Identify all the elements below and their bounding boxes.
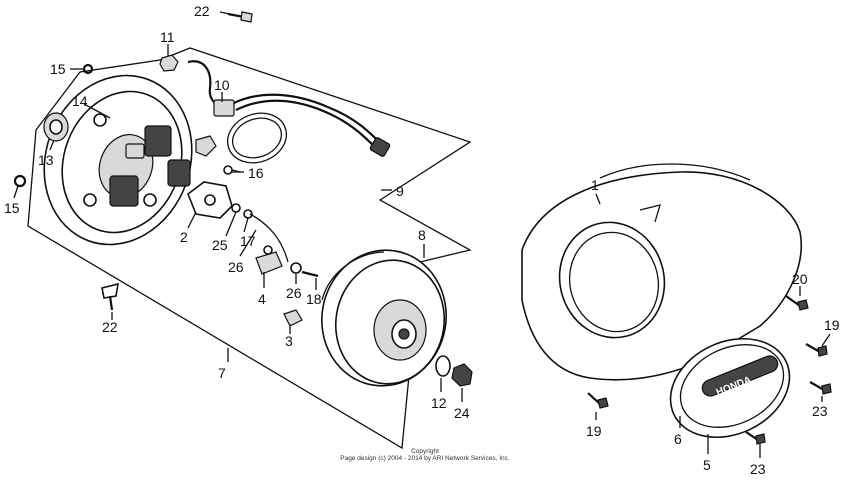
callout-3: 3 <box>285 333 293 349</box>
callout-26-left: 26 <box>228 259 244 275</box>
clamp-part <box>195 135 217 157</box>
screws-cover <box>587 295 832 445</box>
callout-23-bottom: 23 <box>750 461 766 477</box>
callout-13: 13 <box>38 152 54 168</box>
callout-23-right: 23 <box>812 403 828 419</box>
callout-1: 1 <box>591 177 599 193</box>
copyright-line-1: Copyright <box>411 448 439 455</box>
part-4 <box>255 251 283 275</box>
screw-22-top <box>227 11 253 23</box>
nut-24 <box>451 363 473 387</box>
callout-25: 25 <box>212 237 228 253</box>
stator-coils <box>109 125 191 207</box>
ring-15a <box>82 63 94 75</box>
lead-wire <box>249 213 289 263</box>
outer-cover-5: HONDA <box>669 337 791 439</box>
callout-15-top: 15 <box>50 61 66 77</box>
callout-8: 8 <box>418 227 426 243</box>
wire-harness-10 <box>187 60 391 164</box>
callout-20: 19 <box>824 317 840 333</box>
callout-19: 19 <box>586 423 602 439</box>
callout-6: 6 <box>674 431 682 447</box>
copyright-line-2: Page design (c) 2004 - 2014 by ARI Netwo… <box>340 455 510 462</box>
callout-11: 11 <box>160 29 175 45</box>
callout-15-left: 15 <box>4 200 20 216</box>
callout-17: 17 <box>240 233 256 249</box>
callout-18: 18 <box>306 291 322 307</box>
block-3 <box>283 309 303 327</box>
callout-26-right: 26 <box>286 285 302 301</box>
washer-12 <box>435 355 451 377</box>
flywheel-8 <box>321 249 447 387</box>
callout-4: 4 <box>258 291 266 307</box>
callout-16: 16 <box>248 165 264 181</box>
callout-5: 5 <box>703 457 711 473</box>
callout-24: 24 <box>454 405 470 421</box>
ring-15b <box>13 174 27 188</box>
screw-22-lower <box>101 282 119 311</box>
pulse-generator-2 <box>187 181 233 219</box>
callout-10: 10 <box>214 77 230 93</box>
callout-22-top: 22 <box>194 3 210 19</box>
callout-labels: 22 11 15 10 14 13 15 16 9 2 25 17 26 8 4… <box>4 3 840 477</box>
callout-21: 20 <box>792 271 808 287</box>
nut-11 <box>159 54 179 72</box>
callout-22-left: 22 <box>102 319 118 335</box>
leader-lines <box>13 11 831 458</box>
callout-9: 9 <box>396 183 404 199</box>
callout-2: 2 <box>180 229 188 245</box>
washer-26 <box>290 262 302 274</box>
screw-18 <box>301 270 319 278</box>
callout-12: 12 <box>431 395 447 411</box>
callout-7: 7 <box>218 365 226 381</box>
crankcase-cover-1 <box>521 163 802 381</box>
callout-14: 14 <box>72 93 88 109</box>
